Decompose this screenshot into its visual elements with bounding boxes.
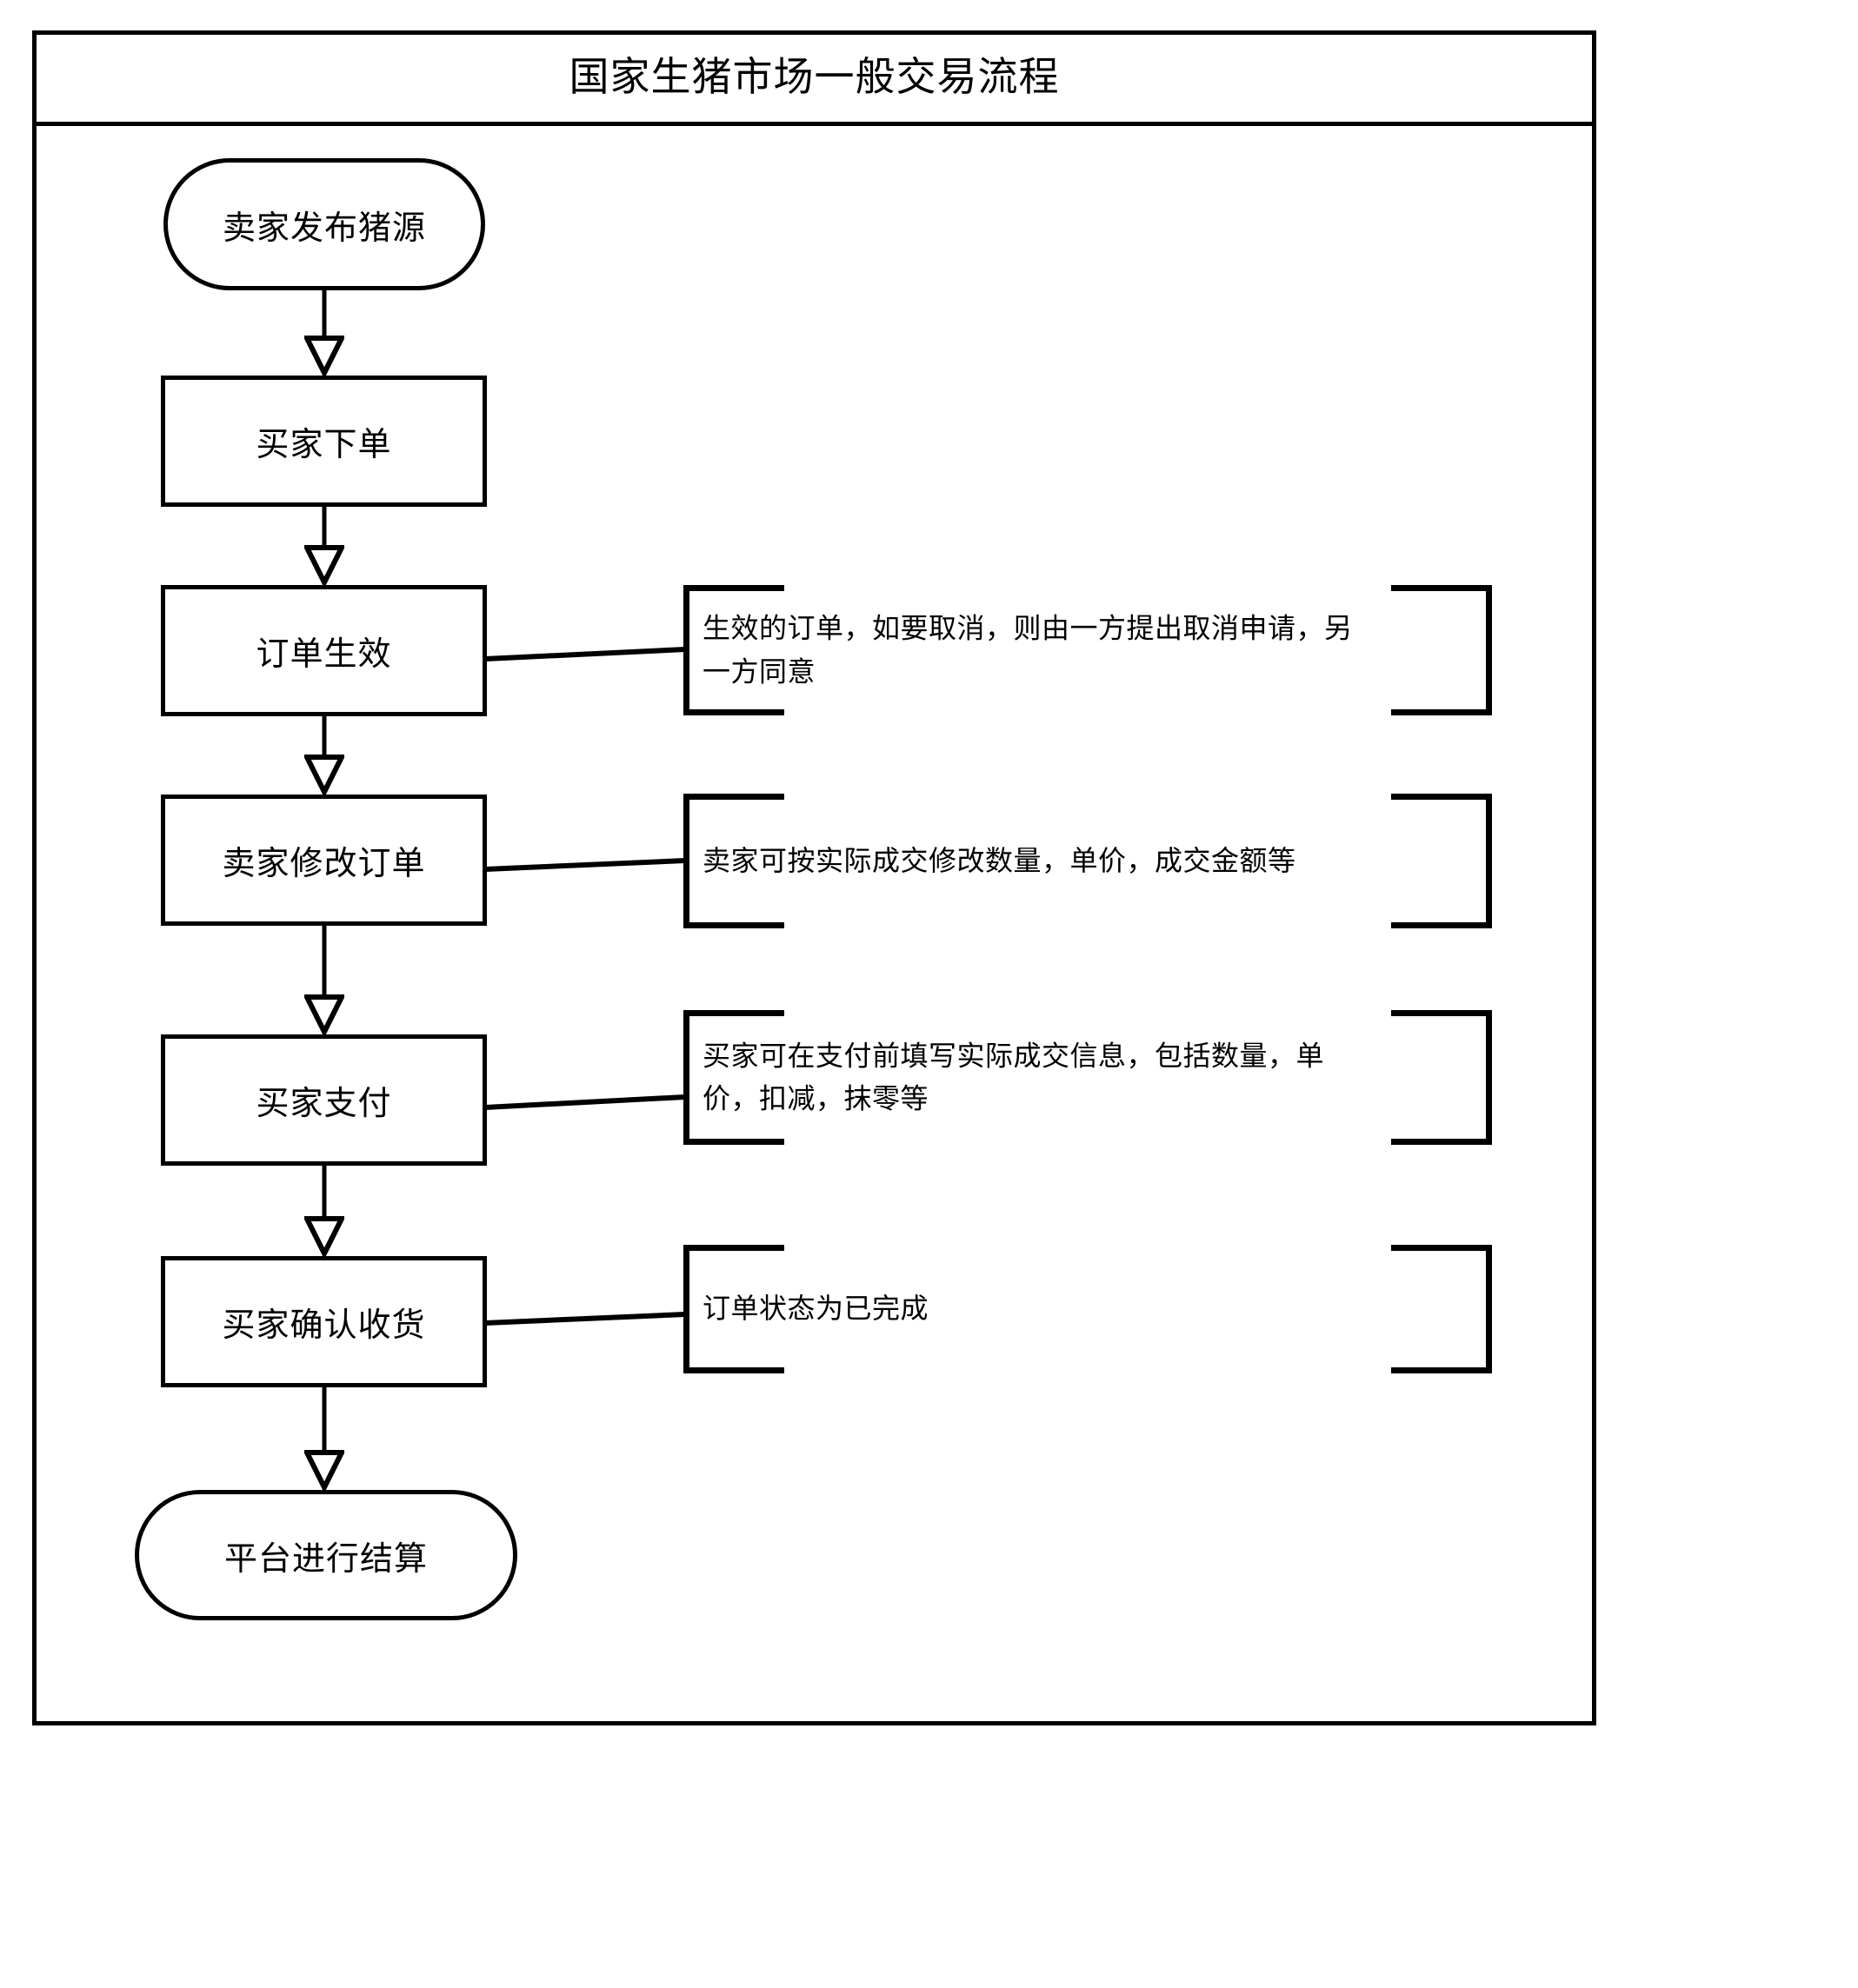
bracket-right-icon	[1391, 585, 1492, 715]
flow-node-label: 卖家修改订单	[222, 844, 426, 882]
annotation-leader-2	[485, 858, 686, 872]
annotation-text: 生效的订单，如要取消，则由一方提出取消申请，另一方同意	[703, 611, 1353, 688]
flow-node-seller-publish[interactable]: 卖家发布猪源	[163, 158, 485, 290]
bracket-right-icon	[1391, 794, 1492, 928]
arrow-head-icon	[304, 755, 344, 795]
bracket-left-icon	[683, 1010, 784, 1145]
annotation-box-2: 卖家可按实际成交修改数量，单价，成交金额等	[683, 794, 1492, 928]
annotation-box-4: 订单状态为已完成	[683, 1245, 1492, 1373]
annotation-text: 买家可在支付前填写实际成交信息，包括数量，单价，扣减，抹零等	[703, 1038, 1325, 1115]
flow-node-seller-modify-order[interactable]: 卖家修改订单	[161, 795, 487, 926]
flow-node-label: 平台进行结算	[223, 1539, 428, 1578]
flow-edge-4	[298, 926, 350, 1034]
page-title: 国家生猪市场一般交易流程	[569, 52, 1060, 100]
annotation-leader-4	[485, 1312, 686, 1326]
flow-edge-6	[298, 1387, 350, 1490]
annotation-text: 卖家可按实际成交修改数量，单价，成交金额等	[703, 843, 1296, 877]
bracket-left-icon	[683, 794, 784, 928]
flow-node-label: 买家确认收货	[222, 1306, 426, 1344]
edge-shaft	[322, 507, 327, 554]
flow-node-label: 买家下单	[256, 425, 392, 463]
arrow-head-icon	[304, 1450, 344, 1490]
annotation-box-1: 生效的订单，如要取消，则由一方提出取消申请，另一方同意	[683, 585, 1492, 715]
flow-node-label: 订单生效	[256, 635, 392, 673]
bracket-right-icon	[1391, 1245, 1492, 1373]
edge-shaft	[322, 290, 327, 344]
annotation-box-3: 买家可在支付前填写实际成交信息，包括数量，单价，扣减，抹零等	[683, 1010, 1492, 1145]
bracket-left-icon	[683, 1245, 784, 1373]
edge-shaft	[322, 1166, 327, 1225]
bracket-right-icon	[1391, 1010, 1492, 1145]
diagram-title-bar: 国家生猪市场一般交易流程	[32, 30, 1596, 126]
flow-node-buyer-pay[interactable]: 买家支付	[161, 1034, 487, 1166]
flow-edge-3	[298, 716, 350, 795]
arrow-head-icon	[304, 994, 344, 1034]
annotation-leader-1	[485, 647, 686, 662]
flow-node-label: 卖家发布猪源	[222, 208, 426, 247]
annotation-text: 订单状态为已完成	[703, 1292, 929, 1326]
annotation-leader-3	[485, 1094, 686, 1110]
flow-node-buyer-confirm-receipt[interactable]: 买家确认收货	[161, 1256, 487, 1387]
flow-edge-5	[298, 1166, 350, 1256]
edge-shaft	[322, 1387, 327, 1459]
arrow-head-icon	[304, 1216, 344, 1256]
flow-edge-1	[298, 290, 350, 376]
flow-edge-2	[298, 507, 350, 585]
flow-node-order-effective[interactable]: 订单生效	[161, 585, 487, 716]
flow-node-buyer-order[interactable]: 买家下单	[161, 376, 487, 507]
arrow-head-icon	[304, 545, 344, 585]
bracket-left-icon	[683, 585, 784, 715]
flow-node-label: 买家支付	[256, 1084, 392, 1122]
arrow-head-icon	[304, 336, 344, 376]
flow-node-platform-settlement[interactable]: 平台进行结算	[135, 1490, 517, 1620]
edge-shaft	[322, 926, 327, 1003]
edge-shaft	[322, 716, 327, 763]
